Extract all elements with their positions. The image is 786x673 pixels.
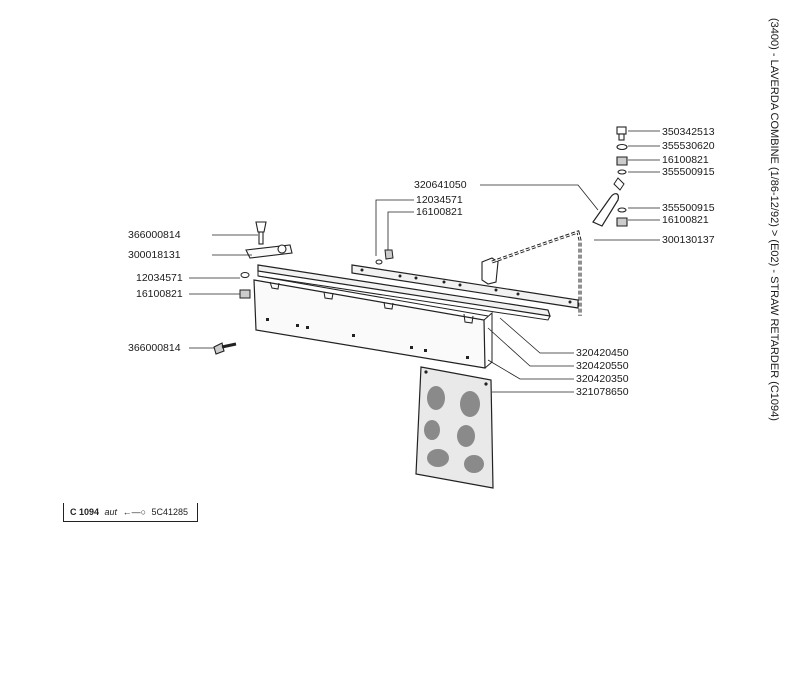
part-label-320420550: 320420550 — [576, 360, 629, 372]
part-label-355500915-a: 355500915 — [662, 166, 715, 178]
upper-bar — [351, 264, 579, 309]
part-label-16100821-a: 16100821 — [662, 154, 709, 166]
part-label-300018131: 300018131 — [128, 249, 181, 261]
flap-texture — [424, 386, 484, 473]
leader-lines — [189, 130, 660, 393]
part-label-366000814-a: 366000814 — [128, 229, 181, 241]
left-washer-nut — [239, 272, 251, 299]
part-label-300130137: 300130137 — [662, 234, 715, 246]
part-label-12034571-a: 12034571 — [416, 194, 463, 206]
hook-bracket — [481, 257, 499, 285]
part-label-16100821-c: 16100821 — [662, 214, 709, 226]
part-label-320641050: 320641050 — [414, 179, 467, 191]
reference-number: 5C41285 — [151, 507, 189, 517]
left-hinge-bracket — [245, 221, 293, 259]
part-label-16100821-d: 16100821 — [136, 288, 183, 300]
part-label-355530620: 355530620 — [662, 140, 715, 152]
flap-holes — [424, 370, 488, 386]
part-label-320420450: 320420450 — [576, 347, 629, 359]
part-label-321078650: 321078650 — [576, 386, 629, 398]
reference-code: C 1094 — [70, 507, 100, 517]
reference-note: aut — [104, 507, 118, 517]
chain-hook — [592, 193, 619, 227]
part-label-16100821-b: 16100821 — [416, 206, 463, 218]
plate-slots — [266, 318, 469, 359]
reference-arrow: ←—○ — [122, 507, 147, 517]
part-label-366000814-b: 366000814 — [128, 342, 181, 354]
part-label-355500915-b: 355500915 — [662, 202, 715, 214]
page-title-vertical: (3400) - LAVERDA COMBINE (1/86-12/92) > … — [768, 18, 780, 421]
reference-box: C 1094 aut ←—○ 5C41285 — [63, 503, 198, 522]
lower-left-bolt — [213, 342, 237, 355]
part-label-12034571-b: 12034571 — [136, 272, 183, 284]
part-label-320420350: 320420350 — [576, 373, 629, 385]
bolt-stack-top-right — [616, 126, 628, 227]
part-label-350342513: 350342513 — [662, 126, 715, 138]
nut-upper — [384, 249, 394, 260]
